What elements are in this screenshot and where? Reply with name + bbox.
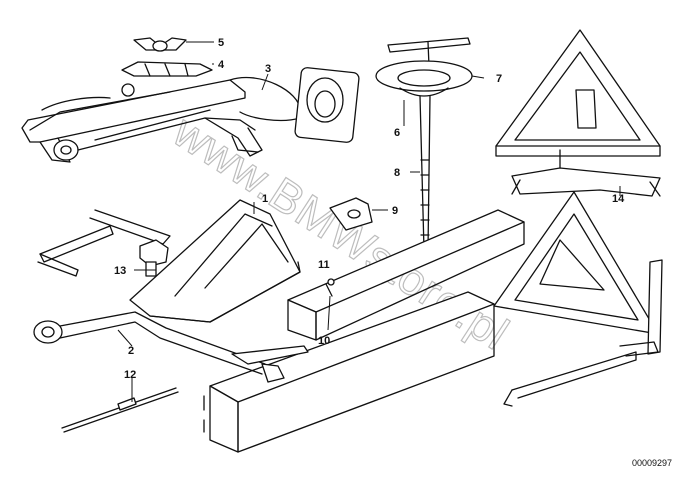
callout-12: 12 [124, 369, 136, 381]
callout-8: 8 [394, 167, 400, 179]
callout-10: 10 [318, 335, 330, 347]
spare-wheel-bolt-part [375, 37, 473, 251]
small-clip-part [329, 197, 373, 231]
callout-3: 3 [265, 63, 271, 75]
screwdriver-part [61, 387, 179, 433]
wheel-chock-part [129, 199, 301, 323]
image-code: 00009297 [632, 458, 672, 468]
toolbox-part [203, 291, 495, 453]
jack-part [21, 67, 360, 163]
callout-2: 2 [128, 345, 134, 357]
wheel-wrench-part [33, 311, 309, 383]
callout-labels: 1 2 3 4 5 6 7 8 9 10 11 12 13 14 [114, 37, 625, 381]
wing-nut-part [133, 37, 187, 52]
callout-6: 6 [394, 127, 400, 139]
nut-part [139, 239, 169, 277]
callout-4: 4 [218, 59, 225, 71]
warning-triangle-folded [493, 191, 663, 407]
warning-triangle-top [495, 29, 661, 197]
callout-13: 13 [114, 265, 126, 277]
callout-1: 1 [262, 193, 268, 205]
allen-keys-part [37, 209, 171, 277]
callout-14: 14 [612, 193, 625, 205]
clip-part [121, 61, 213, 77]
callout-5: 5 [218, 37, 224, 49]
holder-part [287, 209, 525, 341]
callout-11: 11 [318, 259, 330, 271]
callout-9: 9 [392, 205, 398, 217]
leader-lines [117, 41, 621, 402]
callout-7: 7 [496, 73, 502, 85]
